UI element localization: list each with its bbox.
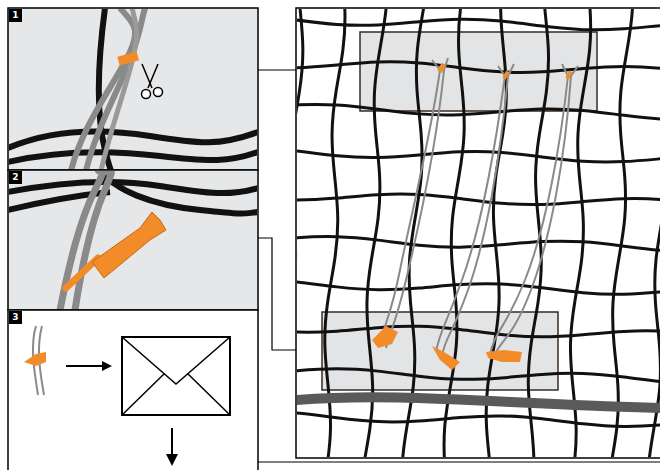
rope: [297, 397, 660, 408]
callout-number: 3: [9, 311, 22, 324]
callout-number: 2: [9, 171, 22, 184]
envelope-icon: [122, 337, 230, 415]
send-step: [24, 326, 230, 466]
orange-tag: [372, 63, 573, 370]
cord: [380, 58, 578, 357]
step-panel: [8, 310, 258, 470]
net-panel: [296, 8, 660, 458]
scissors-icon: [142, 64, 163, 99]
net-mesh: [297, 9, 660, 457]
step-panel: [8, 170, 258, 310]
callout-number: 1: [9, 9, 22, 22]
